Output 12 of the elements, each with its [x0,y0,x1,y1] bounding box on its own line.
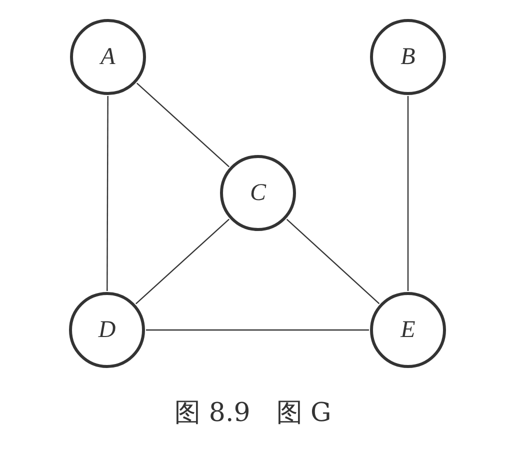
edge-line [106,96,108,291]
node-label: D [98,318,116,342]
node-label: B [400,45,416,69]
node-label: A [100,45,116,69]
edge-line [135,218,230,304]
edge-line [407,96,409,291]
edge-line [286,218,380,304]
edge-line [146,329,369,331]
caption: 图 8.9 图 G [174,397,332,430]
node-label: E [400,318,416,342]
node-label: C [250,181,266,205]
edge-line [136,82,230,168]
